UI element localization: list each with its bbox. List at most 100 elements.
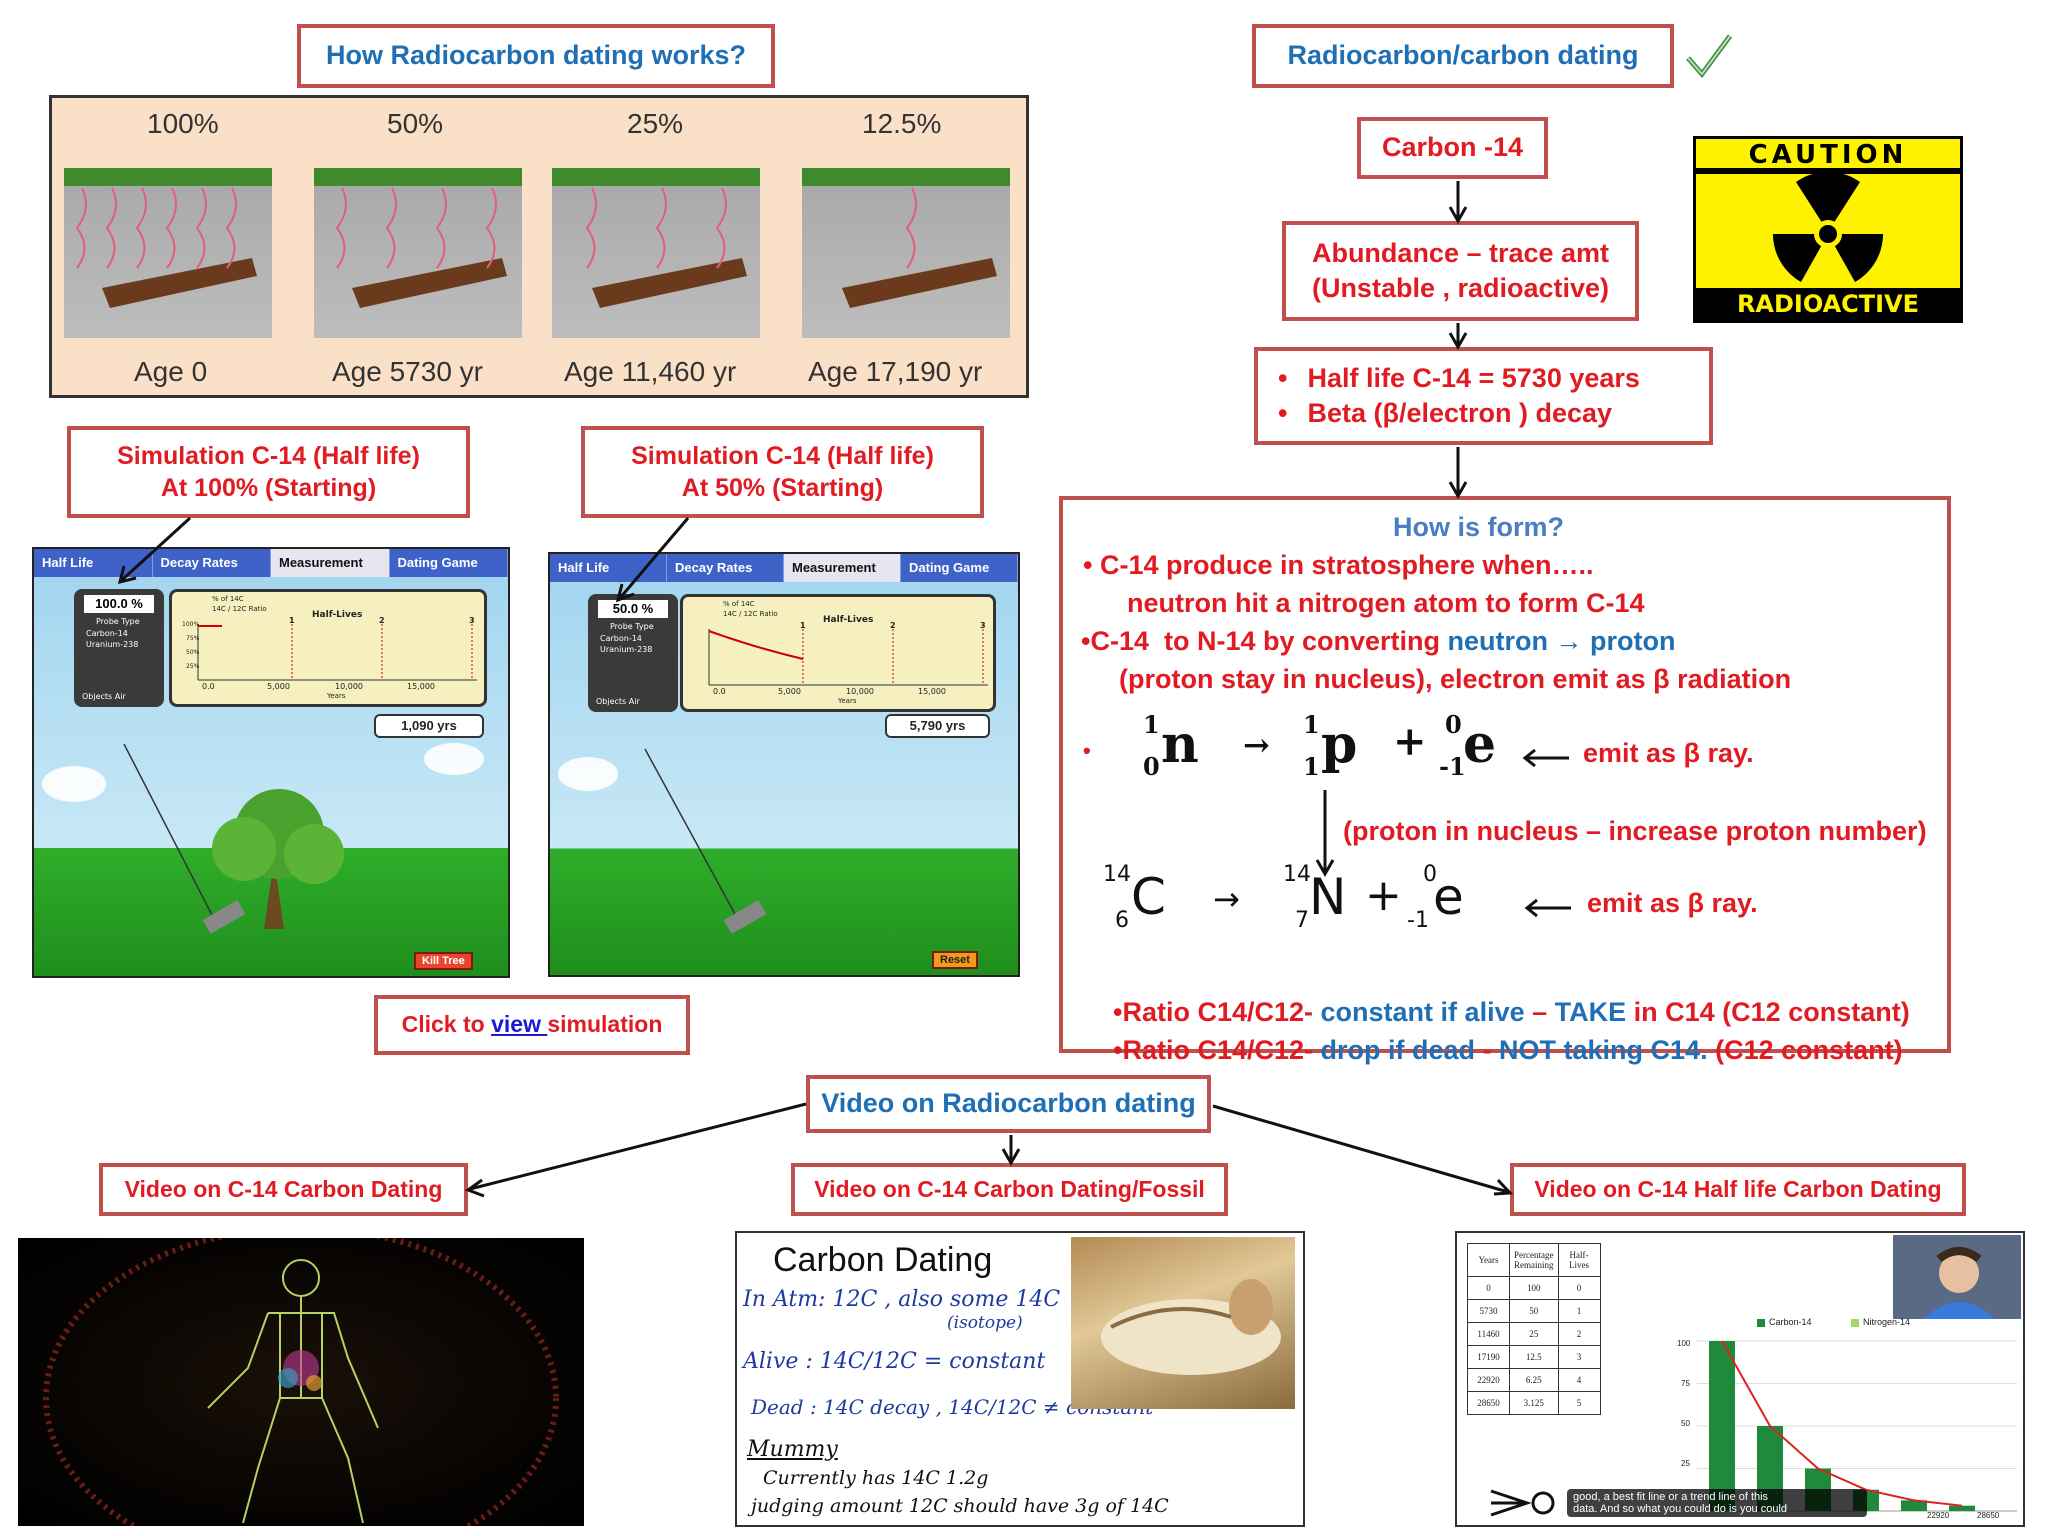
abundance-box: Abundance – trace amt (Unstable , radioa…: [1282, 221, 1639, 321]
checkmark-icon: [1686, 34, 1733, 78]
video3-label[interactable]: Video on C-14 Half life Carbon Dating: [1510, 1163, 1966, 1216]
decay-stages-graphic: [64, 168, 1010, 338]
trend-line: [1721, 1340, 1963, 1507]
tab-measurement-2[interactable]: Measurement: [784, 554, 901, 582]
board-line5: Currently has 14C 1.2g: [763, 1467, 989, 1489]
board-line6: judging amount 12C should have 3g of 14C: [751, 1495, 1169, 1517]
caption-line1: good, a best fit line or a trend line of…: [1573, 1491, 1769, 1503]
objects-air-toggle[interactable]: Objects Air: [82, 692, 126, 701]
formation-line3: •C-14 to N-14 by converting neutron → pr…: [1081, 626, 1676, 657]
eq1-n: n: [1161, 714, 1199, 775]
click-view-simulation[interactable]: Click to view simulation: [374, 995, 690, 1055]
stage-1: [64, 168, 272, 338]
video1-text: Video on C-14 Carbon Dating: [124, 1175, 443, 1202]
sim-label-50: Simulation C-14 (Half life) At 50% (Star…: [581, 426, 984, 518]
board-line1b: (isotope): [947, 1313, 1023, 1333]
title-text: How Radiocarbon dating works?: [325, 40, 747, 71]
video1-label[interactable]: Video on C-14 Carbon Dating: [99, 1163, 468, 1216]
tab-dating-game-2[interactable]: Dating Game: [901, 554, 1018, 582]
bullet-eq1: •: [1083, 738, 1091, 763]
tab-decay-rates-2[interactable]: Decay Rates: [667, 554, 784, 582]
bar-22920: [1901, 1500, 1927, 1511]
cell: 5730: [1467, 1299, 1510, 1323]
formation-line1: • C-14 produce in stratosphere when…..: [1083, 550, 1594, 580]
kill-tree-button[interactable]: Kill Tree: [414, 952, 473, 970]
ratio2-c: -: [1475, 1035, 1500, 1065]
y-tick-75: 75%: [186, 635, 200, 642]
probe-carbon14-2[interactable]: Carbon-14: [600, 634, 642, 643]
stage-2: [314, 168, 522, 338]
x-tick-15000-b: 15,000: [918, 687, 946, 696]
cell: 3: [1557, 1345, 1601, 1369]
x-tick-10000: 10,000: [335, 682, 363, 691]
radioactive-label: RADIOACTIVE: [1736, 290, 1920, 318]
cell: 17190: [1467, 1345, 1510, 1369]
age-4: Age 17,190 yr: [808, 356, 983, 387]
objects-air-toggle-2[interactable]: Objects Air: [596, 697, 640, 706]
reset-button[interactable]: Reset: [932, 951, 978, 969]
video1-thumbnail[interactable]: [18, 1238, 584, 1526]
sim-label-100-line1: Simulation C-14 (Half life): [117, 441, 420, 470]
tab-dating-game[interactable]: Dating Game: [390, 549, 508, 577]
cell: 2: [1557, 1322, 1601, 1346]
probe-panel: 100.0 % Probe Type Carbon-14 Uranium-238…: [74, 589, 164, 707]
probe-uranium238[interactable]: Uranium-238: [86, 640, 139, 649]
eq2-c-mass: 14: [1103, 862, 1131, 887]
percent-1: 100%: [147, 108, 219, 139]
abundance-line2: (Unstable , radioactive): [1311, 273, 1610, 303]
sim-label-50-line1: Simulation C-14 (Half life): [631, 441, 934, 470]
video2-text: Video on C-14 Carbon Dating/Fossil: [814, 1175, 1205, 1202]
y-tick-75: 75: [1681, 1379, 1690, 1388]
eq2-c: C: [1131, 868, 1166, 926]
video2-label[interactable]: Video on C-14 Carbon Dating/Fossil: [791, 1163, 1228, 1216]
probe-uranium238-2[interactable]: Uranium-238: [600, 645, 653, 654]
probe-carbon14[interactable]: Carbon-14: [86, 629, 128, 638]
simulation-100[interactable]: Half Life Decay Rates Measurement Dating…: [32, 547, 510, 978]
hl-mark-3: 3: [469, 616, 475, 625]
ratio1-b: constant if: [1320, 997, 1465, 1027]
eq2-arrow: →: [1213, 880, 1240, 918]
simulation-50[interactable]: Half Life Decay Rates Measurement Dating…: [548, 552, 1020, 977]
view-link[interactable]: view: [491, 1011, 548, 1038]
probe-type-label-2: Probe Type: [610, 622, 654, 631]
formation-line3b: neutron → proton: [1447, 626, 1676, 656]
mummy-photo: [1071, 1237, 1295, 1409]
legend-n14: Nitrogen-14: [1863, 1317, 1911, 1327]
legend-c14: Carbon-14: [1769, 1317, 1812, 1327]
x-tick-5000-b: 5,000: [778, 687, 801, 696]
sim-label-50-line2: At 50% (Starting): [681, 474, 884, 502]
percent-2: 50%: [387, 108, 444, 139]
y-tick-25: 25: [1681, 1459, 1690, 1468]
title-how-radiocarbon-works: How Radiocarbon dating works?: [297, 24, 775, 88]
tab-measurement[interactable]: Measurement: [271, 549, 390, 577]
board-line4: Mummy: [747, 1437, 838, 1462]
legend-percent: % of 14C: [212, 595, 244, 603]
eq1-e: e: [1463, 714, 1497, 775]
ratio1-e: TAKE: [1554, 997, 1627, 1027]
y-tick-50: 50%: [186, 649, 200, 656]
eq2-e: e: [1433, 868, 1464, 926]
formation-arrows: [1315, 748, 1571, 918]
bar-28650: [1949, 1505, 1975, 1511]
scissors-icon: [1490, 1489, 1555, 1517]
eq1-p-mass: 1: [1303, 710, 1320, 739]
years-readout: 1,090 yrs: [374, 714, 484, 738]
graph-title: Half-Lives: [312, 610, 363, 620]
carbon14-text: Carbon -14: [1381, 132, 1524, 163]
age-1: Age 0: [134, 356, 208, 387]
formation-line4: (proton stay in nucleus), electron emit …: [1119, 664, 1792, 694]
probe-scene: [558, 748, 767, 934]
y-tick-100: 100: [1677, 1339, 1691, 1348]
legend-c14-swatch: [1757, 1319, 1765, 1327]
age-3: Age 11,460 yr: [564, 356, 737, 387]
halflife-box: •Half life C-14 = 5730 years •Beta (β/el…: [1254, 347, 1713, 445]
right-title-text: Radiocarbon/carbon dating: [1287, 40, 1639, 71]
th-years: Years: [1467, 1243, 1510, 1277]
video2-thumbnail[interactable]: Carbon Dating In Atm: 12C , also some 14…: [735, 1231, 1305, 1527]
neutron-decay-equation: 1 0 n → 1 1 p + 0 -1 e: [1143, 708, 1553, 798]
board-line2: Alive : 14C/12C = constant: [743, 1349, 1046, 1374]
formation-line3a: •C-14 to N-14 by converting: [1081, 626, 1448, 656]
caution-sign: CAUTION RADIOACTIVE: [1693, 136, 1963, 323]
